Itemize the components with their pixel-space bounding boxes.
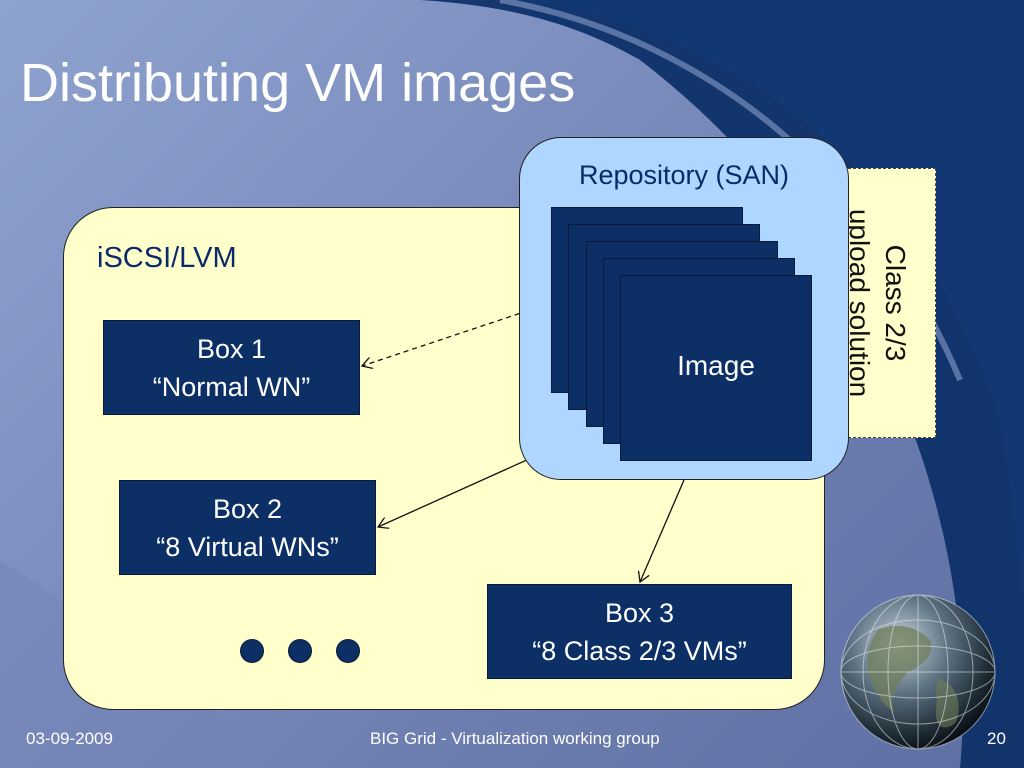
box-3-subtitle: “8 Class 2/3 VMs” <box>532 635 747 666</box>
globe-icon <box>840 594 996 750</box>
box-2-subtitle: “8 Virtual WNs” <box>156 531 339 562</box>
box-3-title: Box 3 <box>604 597 675 628</box>
image-label: Image <box>677 350 755 381</box>
slide-title: Distributing VM images <box>20 53 576 113</box>
upload-solution-line1: Class 2/3 <box>880 244 911 362</box>
box-1-subtitle: “Normal WN” <box>152 371 311 402</box>
footer-date: 03-09-2009 <box>26 729 113 748</box>
box-2-title: Box 2 <box>212 493 283 524</box>
box-1-title: Box 1 <box>196 333 267 364</box>
box-3: Box 3 “8 Class 2/3 VMs” <box>487 584 792 679</box>
footer-page-number: 20 <box>987 729 1006 748</box>
iscsi-lvm-label: iSCSI/LVM <box>97 242 237 274</box>
box-2: Box 2 “8 Virtual WNs” <box>119 480 376 575</box>
image-card <box>620 275 812 461</box>
ellipsis-dot <box>288 639 312 663</box>
footer-center-text: BIG Grid - Virtualization working group <box>370 729 660 748</box>
box-1: Box 1 “Normal WN” <box>103 320 360 415</box>
repository-label: Repository (SAN) <box>578 160 790 190</box>
ellipsis-dot <box>240 639 264 663</box>
ellipsis-dot <box>336 639 360 663</box>
